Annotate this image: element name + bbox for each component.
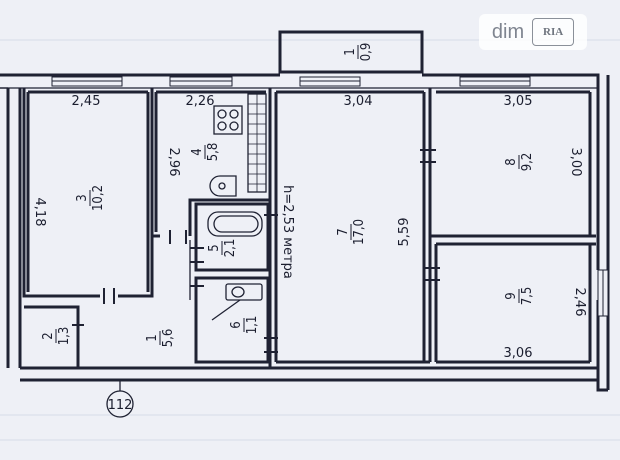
- svg-text:9: 9: [504, 292, 519, 299]
- svg-text:3: 3: [75, 194, 90, 201]
- room-label-5: 5 2,1: [207, 239, 238, 258]
- room-label-6: 6 1,1: [229, 316, 260, 335]
- interior-walls: [22, 88, 596, 368]
- watermark-text: dim: [491, 20, 525, 43]
- svg-text:5,6: 5,6: [161, 329, 176, 348]
- dim-room3-depth: 4,18: [32, 198, 47, 227]
- room-labels: 1 0,9 3 10,2 4 5,8 7 17,0 8: [41, 43, 535, 348]
- dim-room8-depth: 3,00: [568, 148, 583, 177]
- svg-text:0,9: 0,9: [359, 43, 374, 62]
- room-label-8: 8 9,2: [504, 153, 535, 172]
- outer-walls: [0, 73, 610, 392]
- svg-text:2: 2: [41, 332, 56, 339]
- dim-room7-width: 3,04: [344, 94, 373, 109]
- dim-room8-width: 3,05: [504, 94, 533, 109]
- svg-text:2,1: 2,1: [223, 239, 238, 258]
- svg-text:5: 5: [207, 244, 222, 251]
- dim-room9-depth: 2,46: [572, 288, 587, 317]
- svg-text:1,1: 1,1: [245, 316, 260, 335]
- bathtub-icon: [207, 211, 263, 237]
- svg-text:6: 6: [229, 321, 244, 328]
- room-label-2: 2 1,3: [41, 327, 72, 346]
- room-label-7: 7 17,0: [336, 219, 367, 245]
- dim-kitchen-depth: 2,96: [166, 148, 181, 177]
- svg-text:4: 4: [190, 148, 205, 155]
- svg-text:10,2: 10,2: [91, 185, 106, 211]
- balcony-outline: [278, 30, 424, 74]
- dim-room3-width: 2,45: [72, 94, 101, 109]
- door-marks: [72, 149, 440, 353]
- dimension-labels: 2,45 2,26 3,04 3,05 2,96 4,18 5,59 3,00 …: [32, 94, 587, 361]
- svg-text:17,0: 17,0: [352, 219, 367, 245]
- watermark-logo: dim RIA: [479, 14, 587, 50]
- sink-icon: [209, 175, 237, 197]
- svg-text:5,8: 5,8: [206, 143, 221, 162]
- ceiling-height-note: h=2,53 метра: [280, 185, 295, 279]
- toilet-icon: [225, 283, 263, 301]
- svg-text:1: 1: [343, 48, 358, 55]
- dim-room7-depth: 5,59: [397, 218, 412, 247]
- svg-text:7,5: 7,5: [520, 287, 535, 306]
- svg-text:1: 1: [145, 334, 160, 341]
- svg-text:7: 7: [336, 228, 351, 235]
- svg-text:8: 8: [504, 158, 519, 165]
- axis-marker: 112: [100, 379, 140, 418]
- room-label-balcony: 1 0,9: [343, 43, 374, 62]
- wc-leader-line: [211, 299, 241, 321]
- dim-kitchen-width: 2,26: [186, 94, 215, 109]
- room-label-hall: 1 5,6: [145, 329, 176, 348]
- windows: [51, 76, 609, 317]
- dim-room9-width: 3,06: [504, 346, 533, 361]
- axis-marker-label: 112: [108, 398, 133, 413]
- svg-text:1,3: 1,3: [57, 327, 72, 346]
- svg-text:9,2: 9,2: [520, 153, 535, 172]
- room-label-3: 3 10,2: [75, 185, 106, 211]
- watermark-seal-icon: RIA: [532, 18, 575, 46]
- ventilation-shaft-icon: [247, 93, 267, 193]
- room-label-4: 4 5,8: [190, 143, 221, 162]
- room-label-9: 9 7,5: [504, 287, 535, 306]
- stove-icon: [213, 105, 243, 135]
